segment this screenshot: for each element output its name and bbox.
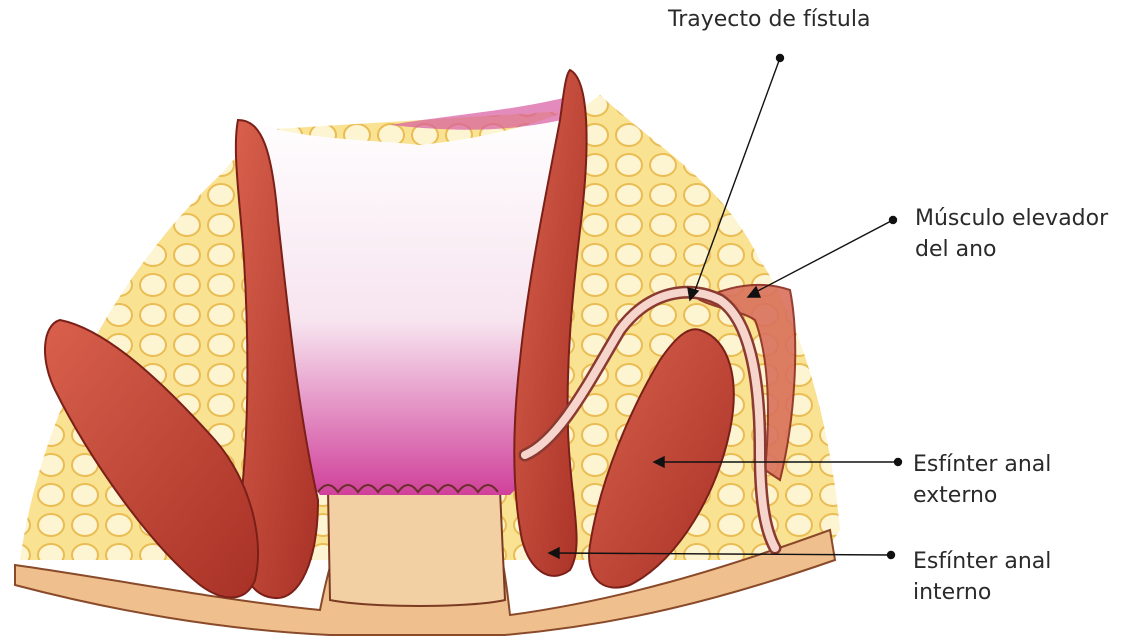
label-fistula-tract-text: Trayecto de fístula (668, 4, 870, 35)
leader-external-dot (895, 459, 902, 466)
leader-internal-dot (888, 552, 895, 559)
leader-levator-dot (890, 217, 897, 224)
anal-canal-lower (328, 490, 505, 606)
label-levator-line2: del ano (915, 234, 1108, 265)
label-internal-line2: interno (913, 577, 1051, 608)
label-levator-line1: Músculo elevador (915, 203, 1108, 234)
label-internal-sphincter: Esfínter anal interno (913, 546, 1051, 608)
label-external-sphincter: Esfínter anal externo (913, 449, 1051, 511)
leader-fistula-dot (777, 55, 784, 62)
label-internal-line1: Esfínter anal (913, 546, 1051, 577)
leader-levator (752, 220, 893, 294)
label-external-line1: Esfínter anal (913, 449, 1051, 480)
label-external-line2: externo (913, 480, 1051, 511)
label-levator-ani: Músculo elevador del ano (915, 203, 1108, 265)
label-fistula-tract: Trayecto de fístula (668, 4, 870, 35)
